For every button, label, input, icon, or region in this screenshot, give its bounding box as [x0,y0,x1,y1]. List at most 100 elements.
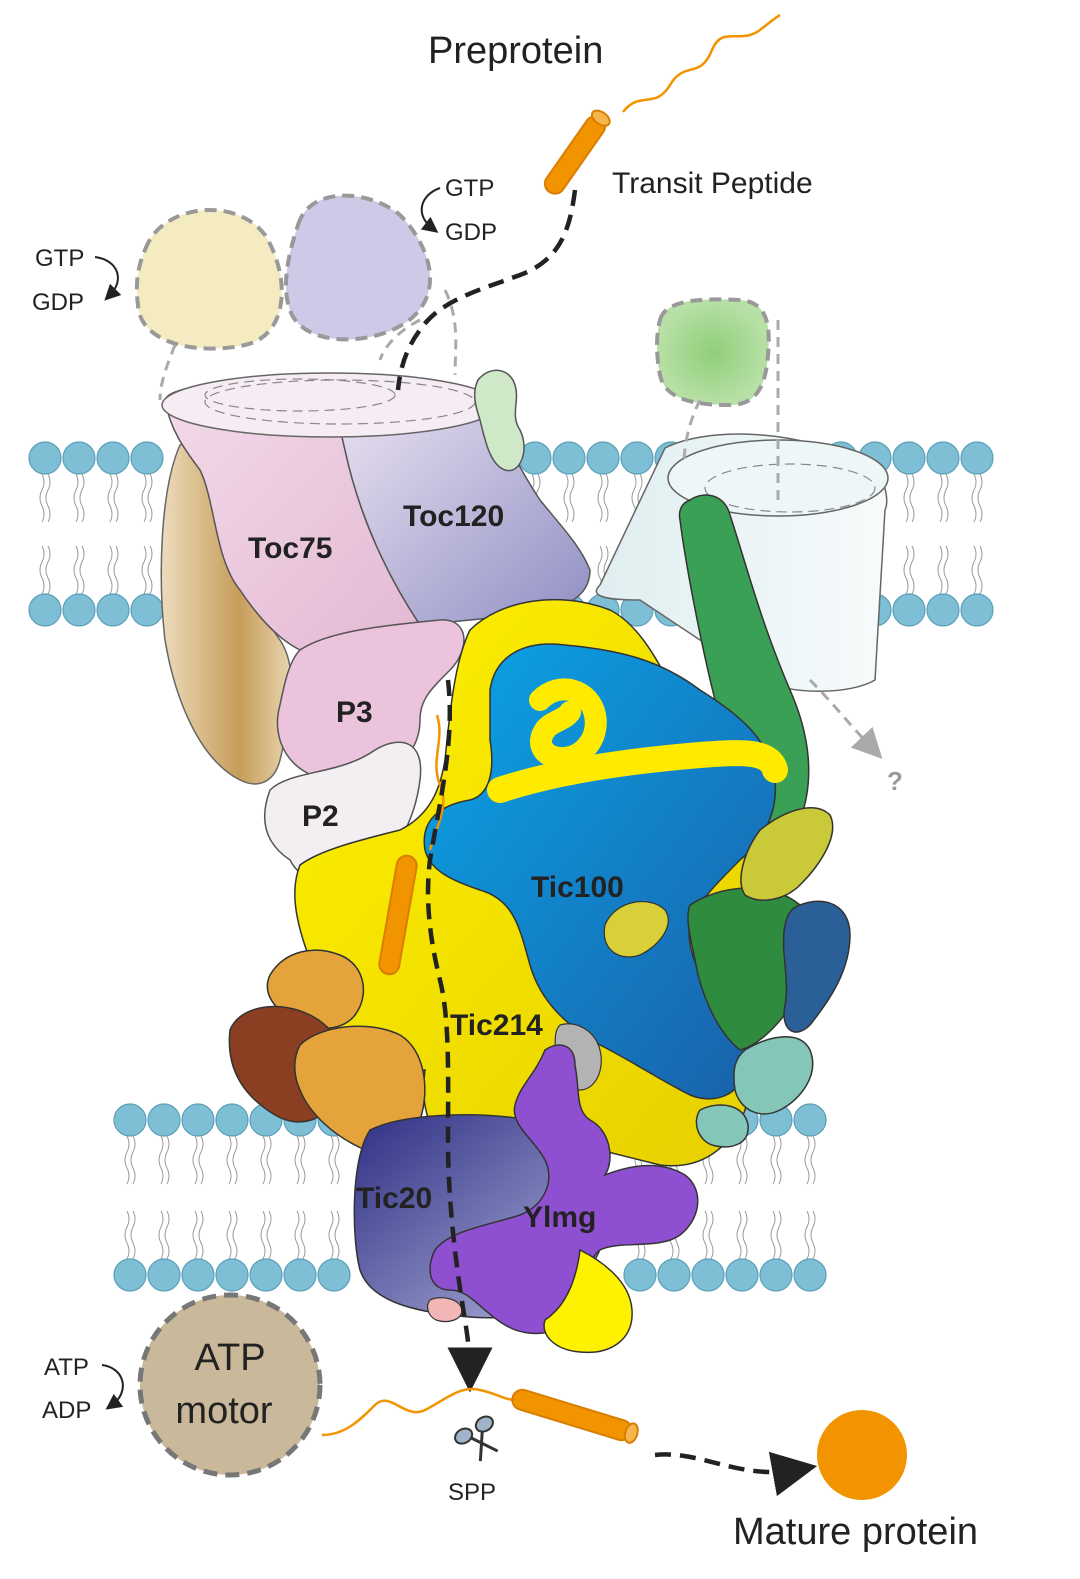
unknown-channel-inner [704,463,876,513]
tic100-label: Tic100 [531,871,624,904]
transit-peptide-rod [543,109,611,195]
tic214-label: Tic214 [450,1009,543,1042]
p2-label: P2 [302,800,339,833]
spp-label: SPP [448,1479,496,1506]
lipid-head [620,441,654,475]
transit-peptide-label: Transit Peptide [612,167,813,200]
atp-motor-label-2: motor [175,1390,272,1432]
lipid-tail [124,1135,136,1260]
scissors-icon [454,1415,499,1462]
lipid-tail [903,473,915,595]
ylmg-label: Ylmg [523,1201,596,1234]
adp-label: ADP [42,1397,91,1424]
lipid-head [691,1258,725,1292]
lipid-head [960,441,994,475]
receptor-link-right [443,289,458,376]
gdp-top-label: GDP [445,219,497,246]
lipid-head [28,593,62,627]
lipid-head [793,1103,827,1137]
lipid-tail [597,473,609,595]
teal-protein-2 [695,1104,749,1148]
preprotein-chain [622,13,781,113]
lipid-head [181,1258,215,1292]
toc-barrel-top [161,372,499,438]
lipid-tail [294,1135,306,1260]
lipid-head [96,441,130,475]
olive-protein [740,807,834,901]
lipid-head [623,1258,657,1292]
tic100-yellow-band [487,740,788,803]
tic100-yellow-fold [529,678,607,770]
lipid-tail [563,473,575,595]
lipid-head [759,1258,793,1292]
lipid-tail [736,1135,748,1260]
lipid-head [215,1258,249,1292]
mature-chain [321,1387,516,1437]
lipid-tail [107,473,119,595]
lipid-tail [971,473,983,595]
lipid-head [113,1258,147,1292]
lipid-head [28,441,62,475]
toc75-label: Toc75 [248,532,332,565]
lipid-head [926,441,960,475]
pink-nub [426,1297,463,1323]
lipid-tail [73,473,85,595]
lipid-head [215,1103,249,1137]
lipid-head [113,1103,147,1137]
atp-label: ATP [44,1354,89,1381]
atp-cycle [101,1364,124,1410]
lipid-head [62,441,96,475]
lipid-head [96,593,130,627]
lipid-head [793,1258,827,1292]
receptor-link-mid [378,318,421,361]
green-small-protein [473,369,525,472]
preprotein-label: Preprotein [428,30,603,72]
mature-protein-label: Mature protein [733,1511,978,1553]
atp-motor [137,1292,323,1478]
lipid-head [552,441,586,475]
lipid-tail [631,473,643,595]
lipid-head [62,593,96,627]
lipid-head [249,1258,283,1292]
lipid-head [892,593,926,627]
teal-protein [733,1036,814,1115]
lipid-tail [192,1135,204,1260]
p3-protein [276,619,465,783]
lipid-tail [260,1135,272,1260]
gdp-left-label: GDP [32,289,84,316]
lipid-head [130,593,164,627]
atp-motor-label-1: ATP [194,1337,265,1379]
toc34-blob [134,207,284,351]
lipid-head [317,1258,351,1292]
p3-label: P3 [336,696,373,729]
inner-transit-rod [378,854,418,976]
toc159-blob [284,193,432,342]
lipid-tail [804,1135,816,1260]
lipid-head [960,593,994,627]
lipid-tail [770,1135,782,1260]
lipid-tail [937,473,949,595]
gtp-cycle-top [420,187,441,233]
toc-barrel-inner2 [204,378,396,412]
lipid-head [586,441,620,475]
unknown-mark: ? [887,766,903,796]
lipid-tail [158,1135,170,1260]
gtp-cycle-left [94,256,122,301]
lipid-head [283,1258,317,1292]
cleaved-transit-rod [511,1388,639,1444]
lipid-tail [328,1135,340,1260]
lipid-head [130,441,164,475]
lipid-head [147,1103,181,1137]
gtp-left-label: GTP [35,245,84,272]
import-path-channel [425,679,493,1393]
lipid-head [181,1103,215,1137]
yellow-tail [543,1248,633,1354]
tic20-label: Tic20 [356,1182,432,1215]
lipid-head [147,1258,181,1292]
mature-protein-circle [817,1410,907,1500]
tic100-yellow-spot [603,901,669,958]
receptor-link-left [158,344,177,401]
green-blob-top [655,297,771,408]
